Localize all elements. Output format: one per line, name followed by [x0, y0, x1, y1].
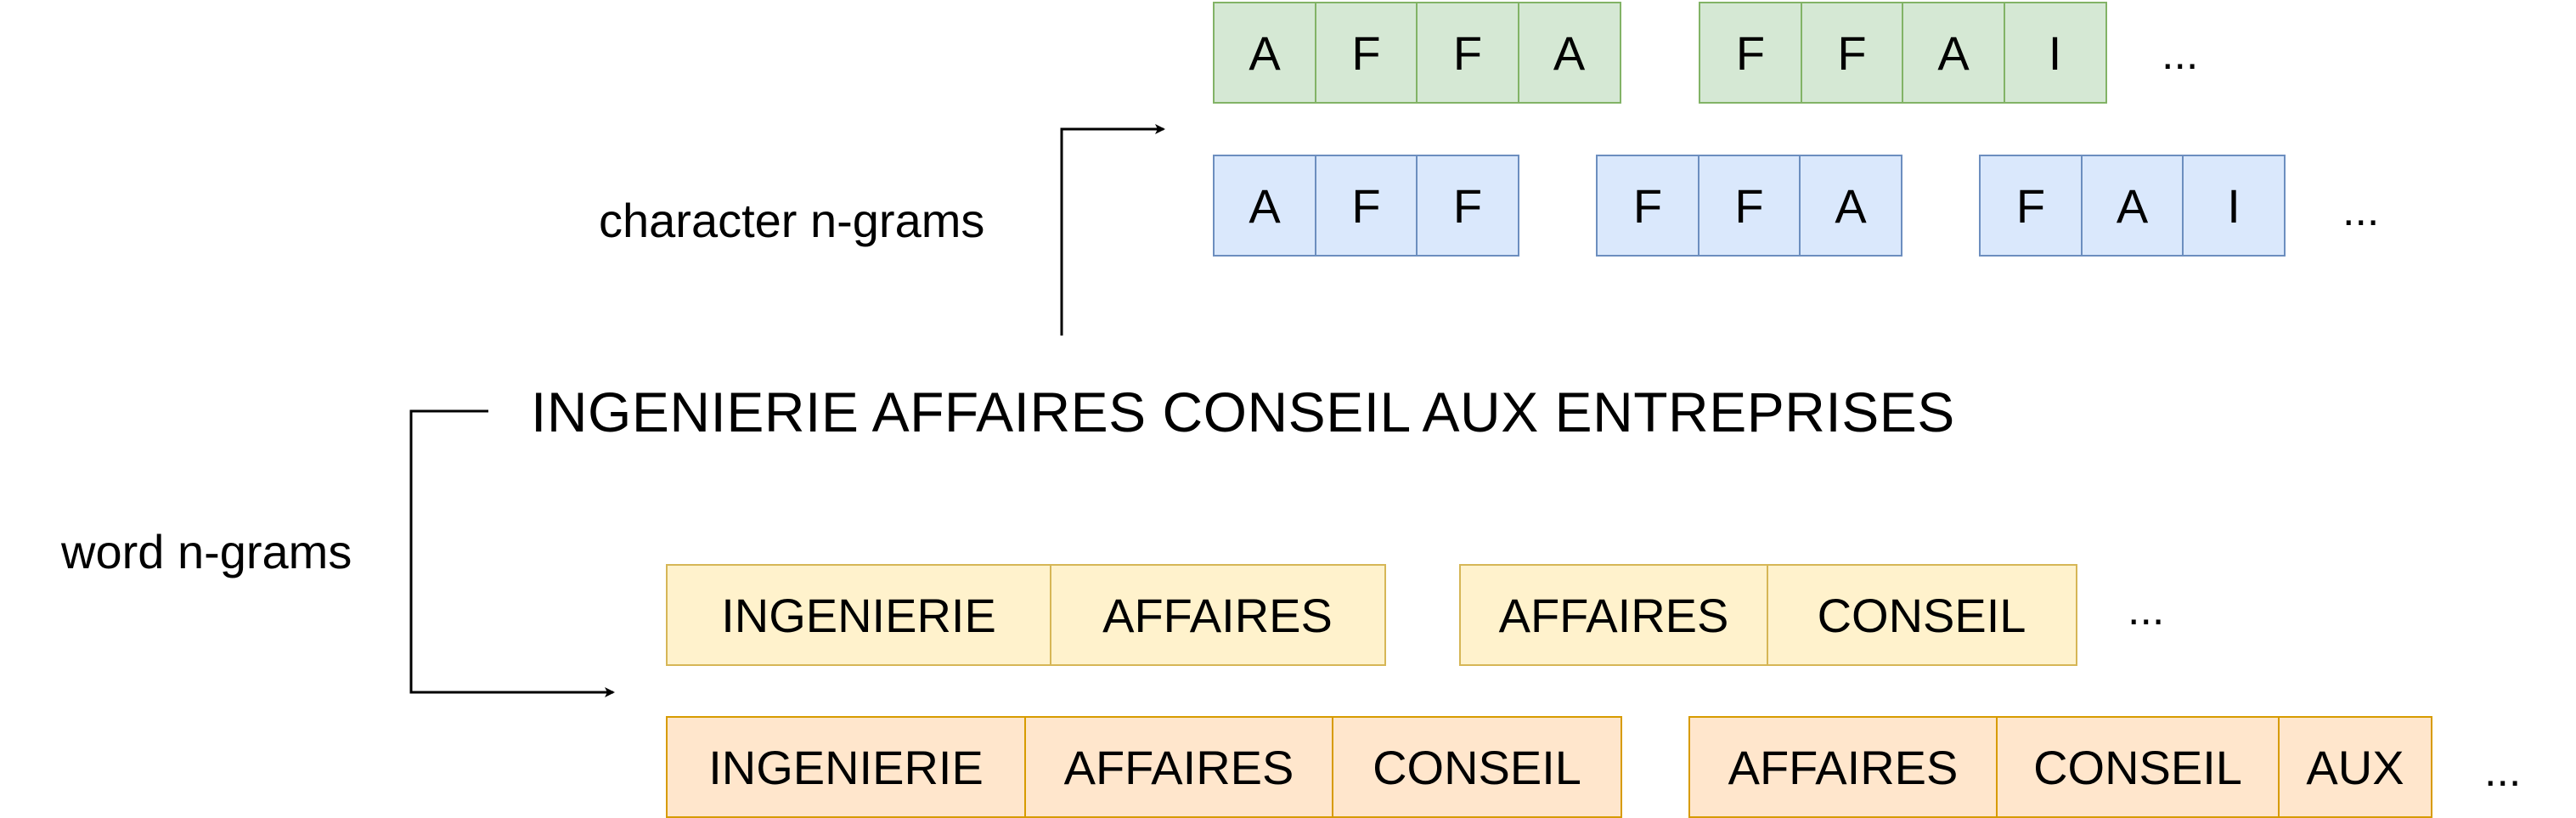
char-3gram-1: A F F — [1213, 155, 1519, 257]
char-cell: I — [2182, 155, 2286, 257]
char-4gram-1: A F F A — [1213, 2, 1621, 104]
char-cell: F — [1800, 2, 1904, 104]
char-cell: I — [2003, 2, 2107, 104]
char-cell: A — [1213, 2, 1316, 104]
char-cell: A — [1902, 2, 2005, 104]
word-2gram-1: INGENIERIE AFFAIRES — [666, 564, 1386, 666]
word-cell: AUX — [2278, 716, 2432, 818]
char-cell: F — [1416, 2, 1519, 104]
source-sentence: INGENIERIE AFFAIRES CONSEIL AUX ENTREPRI… — [531, 381, 1955, 443]
word-cell: AFFAIRES — [1023, 716, 1334, 818]
char-ngrams-arrow — [1060, 124, 1165, 336]
char-cell: F — [1416, 155, 1519, 257]
char-cell: F — [1979, 155, 2083, 257]
word-cell: CONSEIL — [1332, 716, 1622, 818]
char-cell: A — [1213, 155, 1316, 257]
char-cell: F — [1596, 155, 1699, 257]
word-2gram-2: AFFAIRES CONSEIL — [1459, 564, 2077, 666]
word-cell: INGENIERIE — [666, 564, 1051, 666]
char-cell: F — [1314, 2, 1418, 104]
word-ngrams-arrow — [409, 409, 615, 697]
word-ngrams-label: word n-grams — [61, 525, 352, 578]
char-3gram-3: F A I — [1979, 155, 2286, 257]
word-3gram-ellipsis: ... — [2484, 747, 2522, 796]
word-cell: AFFAIRES — [1688, 716, 1998, 818]
word-cell: CONSEIL — [1995, 716, 2280, 818]
word-cell: CONSEIL — [1766, 564, 2077, 666]
character-ngrams-label: character n-grams — [599, 194, 985, 247]
char-cell: A — [2080, 155, 2184, 257]
char-cell: F — [1699, 2, 1802, 104]
char-4gram-ellipsis: ... — [2162, 30, 2199, 79]
word-3gram-2: AFFAIRES CONSEIL AUX — [1688, 716, 2432, 818]
char-cell: F — [1314, 155, 1418, 257]
char-4gram-2: F F A I — [1699, 2, 2107, 104]
char-cell: F — [1697, 155, 1801, 257]
char-cell: A — [1799, 155, 1902, 257]
char-3gram-2: F F A — [1596, 155, 1902, 257]
char-cell: A — [1517, 2, 1621, 104]
word-cell: AFFAIRES — [1459, 564, 1768, 666]
word-2gram-ellipsis: ... — [2128, 585, 2165, 635]
word-3gram-1: INGENIERIE AFFAIRES CONSEIL — [666, 716, 1622, 818]
word-cell: INGENIERIE — [666, 716, 1026, 818]
char-3gram-ellipsis: ... — [2342, 186, 2380, 235]
word-cell: AFFAIRES — [1049, 564, 1386, 666]
